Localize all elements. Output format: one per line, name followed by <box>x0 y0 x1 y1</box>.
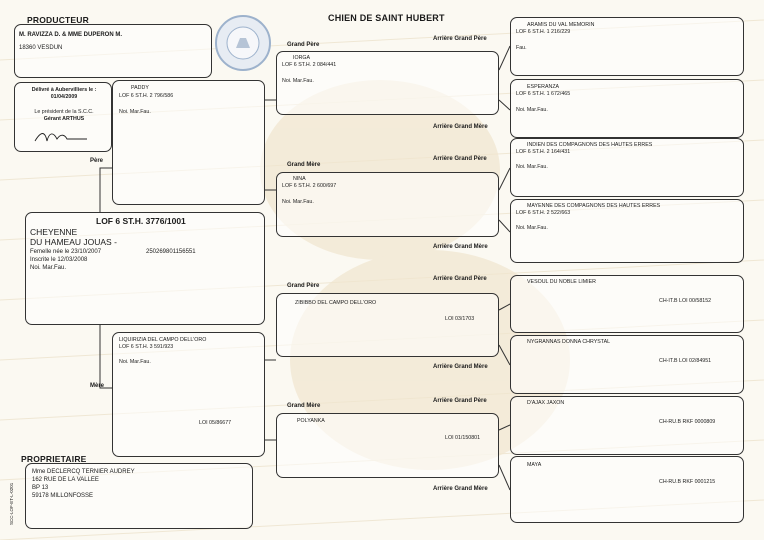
delivery-date: 01/04/2009 <box>50 94 78 100</box>
proprietaire-street: 162 RUE DE LA VALLEE <box>32 477 99 483</box>
label-agp-1: Arrière Grand Père <box>433 36 487 42</box>
ggp3-lof: LOF 6 ST.H. 2 164/431 <box>516 149 571 155</box>
ggp7-reg: CH-RU.B RKF 0000809 <box>659 419 716 425</box>
ggp-box-6: NYGRANNAS DONNA CHRYSTAL CH-IT.B LOI 02/… <box>510 335 744 394</box>
proprietaire-box: Mme DECLERCQ TERNIER AUDREY 162 RUE DE L… <box>25 463 253 529</box>
mother-lof: LOF 6 ST.H. 3 591/923 <box>119 344 174 350</box>
subject-box: LOF 6 ST.H. 3776/1001 CHEYENNE DU HAMEAU… <box>25 212 265 325</box>
gm2-name: POLYANKA <box>297 418 325 424</box>
label-grand-mere-2: Grand Mère <box>287 403 321 409</box>
ggp1-lof: LOF 6 ST.H. 1 216/229 <box>516 29 571 35</box>
subject-name1: CHEYENNE <box>30 227 78 237</box>
ggp4-color: Noi. Mar.Fau. <box>516 225 548 231</box>
label-agp-3: Arrière Grand Père <box>433 276 487 282</box>
ggp2-color: Noi. Mar.Fau. <box>516 107 548 113</box>
ggp6-name: NYGRANNAS DONNA CHRYSTAL <box>527 339 611 345</box>
subject-name2: DU HAMEAU JOUAS - <box>30 237 117 247</box>
ggp7-name: D'AJAX JAXON <box>527 400 565 406</box>
ggp1-color: Fau. <box>516 45 527 51</box>
ggp-box-3: INDIEN DES COMPAGNONS DES HAUTES ERRES L… <box>510 138 744 197</box>
mother-box: LIQUIRIZIA DEL CAMPO DELL'ORO LOF 6 ST.H… <box>112 332 265 457</box>
proprietaire-bp: BP 13 <box>32 485 49 491</box>
ggp1-name: ARAMIS DU VAL MEMORIN <box>527 22 595 28</box>
page-title: CHIEN DE SAINT HUBERT <box>328 13 445 23</box>
ggp-box-1: ARAMIS DU VAL MEMORIN LOF 6 ST.H. 1 216/… <box>510 17 744 76</box>
ggp5-name: VESOUL DU NOBLE LIMIER <box>527 279 596 285</box>
producteur-heading: PRODUCTEUR <box>27 15 89 25</box>
subject-born: Femelle née le 23/10/2007 <box>30 249 102 255</box>
gm1-color: Noi. Mar.Fau. <box>282 199 314 205</box>
delivery-line1: Délivré à Aubervilliers le : <box>31 87 97 93</box>
label-agm-2: Arrière Grand Mère <box>433 244 488 250</box>
label-agp-4: Arrière Grand Père <box>433 398 487 404</box>
gp-father-side-box: IORGA LOF 6 ST.H. 2 084/441 Noi. Mar.Fau… <box>276 51 499 115</box>
label-agm-4: Arrière Grand Mère <box>433 486 488 492</box>
producteur-city: 18360 VESDUN <box>19 45 63 51</box>
ggp5-reg: CH-IT.B LOI 00/58152 <box>659 298 712 304</box>
subject-chip: 250269801156551 <box>146 249 196 255</box>
producteur-box: M. RAVIZZA D. & MME DUPERON M. 18360 VES… <box>14 24 212 78</box>
ggp-box-5: VESOUL DU NOBLE LIMIER CH-IT.B LOI 00/58… <box>510 275 744 333</box>
gp1-color: Noi. Mar.Fau. <box>282 78 314 84</box>
ggp-box-4: MAYENNE DES COMPAGNONS DES HAUTES ERRES … <box>510 199 744 263</box>
label-agm-3: Arrière Grand Mère <box>433 364 488 370</box>
label-grand-pere-2: Grand Père <box>287 283 320 289</box>
producteur-name: M. RAVIZZA D. & MME DUPERON M. <box>19 32 122 38</box>
proprietaire-name: Mme DECLERCQ TERNIER AUDREY <box>32 469 135 475</box>
gp-mother-side-box: ZIBIBBO DEL CAMPO DELL'ORO LOI 03/1703 <box>276 293 499 357</box>
delivery-line3: Le président de la S.C.C. <box>34 109 94 115</box>
subject-color: Noi. Mar.Fau. <box>30 265 67 271</box>
proprietaire-heading: PROPRIETAIRE <box>21 454 87 464</box>
ggp2-lof: LOF 6 ST.H. 1 672/465 <box>516 91 571 97</box>
gm1-name: NINA <box>293 176 306 182</box>
label-grand-pere-1: Grand Père <box>287 42 320 48</box>
delivery-box: Délivré à Aubervilliers le : 01/04/2009 … <box>14 82 112 152</box>
gp2-reg: LOI 03/1703 <box>445 316 475 322</box>
gm2-reg: LOI 01/150801 <box>445 435 481 441</box>
label-agm-1: Arrière Grand Mère <box>433 124 488 130</box>
father-box: PADDY LOF 6 ST.H. 2 796/586 Noi. Mar.Fau… <box>112 80 265 205</box>
gp2-name: ZIBIBBO DEL CAMPO DELL'ORO <box>295 300 377 306</box>
gp1-lof: LOF 6 ST.H. 2 084/441 <box>282 62 337 68</box>
father-lof: LOF 6 ST.H. 2 796/586 <box>119 93 174 99</box>
ggp2-name: ESPERANZA <box>527 84 560 90</box>
scc-seal <box>215 15 271 71</box>
ggp-box-8: MAYA CH-RU.B RKF 0001215 <box>510 456 744 523</box>
ggp4-lof: LOF 6 ST.H. 2 522/663 <box>516 210 571 216</box>
label-grand-mere-1: Grand Mère <box>287 162 321 168</box>
delivery-president: Gérant ARTHUS <box>43 116 85 122</box>
mother-reg: LOI 05/86677 <box>199 420 232 426</box>
label-agp-2: Arrière Grand Père <box>433 156 487 162</box>
ggp-box-2: ESPERANZA LOF 6 ST.H. 1 672/465 Noi. Mar… <box>510 79 744 138</box>
label-mere: Mère <box>90 383 105 389</box>
mother-name: LIQUIRIZIA DEL CAMPO DELL'ORO <box>119 337 207 343</box>
subject-registered: Inscrite le 12/03/2008 <box>30 257 88 263</box>
father-name: PADDY <box>131 85 149 91</box>
ggp-box-7: D'AJAX JAXON CH-RU.B RKF 0000809 <box>510 396 744 455</box>
ggp3-color: Noi. Mar.Fau. <box>516 164 548 170</box>
subject-lof: LOF 6 ST.H. 3776/1001 <box>96 216 186 226</box>
father-color: Noi. Mar.Fau. <box>119 109 151 115</box>
label-pere: Père <box>90 158 104 164</box>
ggp8-name: MAYA <box>527 462 542 468</box>
gm-mother-side-box: POLYANKA LOI 01/150801 <box>276 413 499 478</box>
proprietaire-city: 59178 MILLONFOSSE <box>32 493 94 499</box>
ggp4-name: MAYENNE DES COMPAGNONS DES HAUTES ERRES <box>527 203 661 209</box>
signature <box>34 133 87 142</box>
mother-color: Noi. Mar.Fau. <box>119 359 151 365</box>
ggp8-reg: CH-RU.B RKF 0001215 <box>659 479 716 485</box>
gp1-name: IORGA <box>293 55 311 61</box>
ggp6-reg: CH-IT.B LOI 02/84951 <box>659 358 712 364</box>
gm-father-side-box: NINA LOF 6 ST.H. 2 600/697 Noi. Mar.Fau. <box>276 172 499 237</box>
gm1-lof: LOF 6 ST.H. 2 600/697 <box>282 183 337 189</box>
ggp3-name: INDIEN DES COMPAGNONS DES HAUTES ERRES <box>527 142 653 148</box>
